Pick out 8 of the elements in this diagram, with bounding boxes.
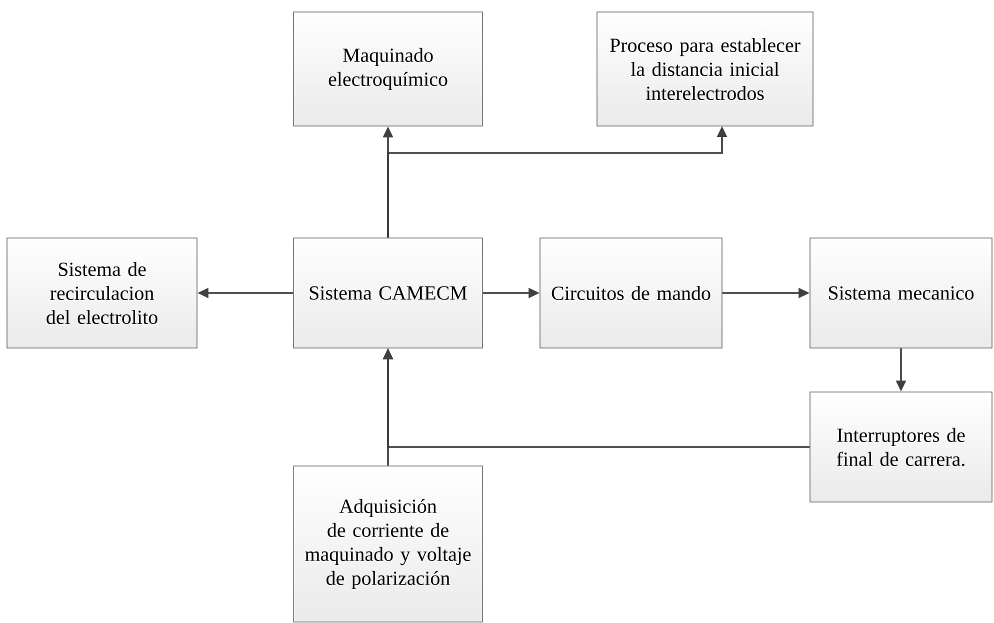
process-box: Circuitos de mando (540, 238, 722, 348)
process-box: Interruptores de final de carrera. (810, 392, 992, 502)
process-box: Adquisición de corriente de maquinado y voltaje de polarización (293, 466, 483, 622)
process-box: Maquinado electroquímico (293, 12, 483, 126)
process-box: Sistema mecanico (810, 238, 992, 348)
process-box: Proceso para establecer la distancia inicial interelectrodos (596, 12, 814, 126)
process-box: Sistema de recirculacion del electrolito (6, 238, 198, 348)
process-box: Sistema CAMECM (293, 238, 483, 348)
